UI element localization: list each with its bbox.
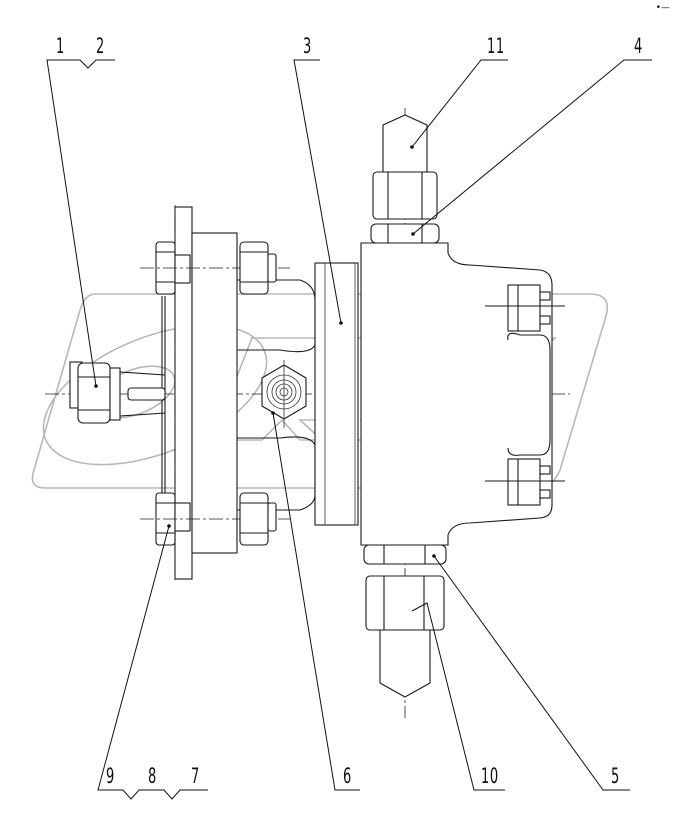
- corner-mark: •—: [655, 3, 670, 13]
- callout-2: 2: [96, 34, 105, 58]
- callout-11: 11: [487, 34, 505, 58]
- callout-7: 7: [191, 764, 200, 788]
- valve-block: [360, 242, 565, 546]
- leader-3: [293, 59, 342, 324]
- callout-9: 9: [106, 764, 115, 788]
- drive-shaft-nut: [69, 361, 166, 424]
- adapter-body: [191, 232, 316, 554]
- callout-6: 6: [343, 764, 352, 788]
- leader-4: [412, 59, 652, 235]
- callout-4: 4: [634, 34, 643, 58]
- leader-10: [411, 602, 505, 791]
- callout-3: 3: [303, 34, 312, 58]
- leader-6: [272, 412, 360, 791]
- top-fitting: [370, 114, 440, 244]
- nut-upper: [239, 241, 277, 295]
- bottom-fitting: [363, 544, 447, 698]
- pump-body: [314, 262, 359, 526]
- leader-5: [433, 555, 630, 791]
- callout-5: 5: [611, 764, 620, 788]
- callout-1: 1: [56, 34, 65, 58]
- leader-1-2: [46, 59, 115, 387]
- callout-10: 10: [481, 764, 499, 788]
- bolt-upper-left: [140, 241, 290, 295]
- leader-9-8-7: [97, 525, 208, 800]
- nut-lower: [239, 492, 277, 546]
- leader-11: [411, 59, 508, 148]
- leader-lines: [46, 59, 652, 800]
- callout-8: 8: [148, 764, 157, 788]
- hex-plug: [261, 360, 307, 428]
